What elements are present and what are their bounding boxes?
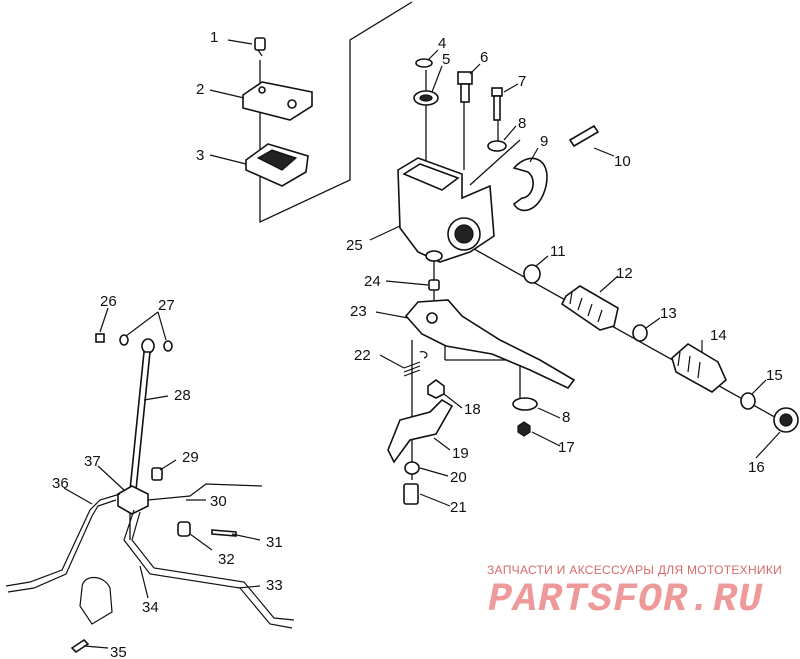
callout-13: 13	[660, 305, 677, 322]
label-leader-lines	[63, 39, 781, 649]
callout-8b: 8	[562, 409, 570, 426]
callout-26: 26	[100, 293, 117, 310]
part-20-washer	[404, 461, 420, 475]
part-13-washer	[632, 324, 648, 342]
callout-18: 18	[464, 401, 481, 418]
callout-8: 8	[518, 115, 526, 132]
part-18-nut	[427, 379, 445, 399]
part-14-piston	[671, 343, 727, 393]
part-36-hose	[5, 493, 121, 593]
part-35-screw	[70, 638, 90, 654]
part-11-washer	[523, 264, 541, 284]
part-6-bolt	[457, 71, 473, 103]
part-33-hose	[123, 509, 295, 629]
callout-20: 20	[450, 469, 467, 486]
part-26-screw	[95, 333, 105, 343]
callout-17: 17	[558, 439, 575, 456]
part-15-clip	[740, 392, 756, 410]
part-23-brake-lever	[404, 299, 576, 390]
part-28-rod	[129, 351, 151, 491]
callout-33: 33	[266, 577, 283, 594]
callout-30: 30	[210, 493, 227, 510]
part-27-washers	[119, 334, 173, 354]
part-16-seal	[773, 407, 799, 433]
callout-21: 21	[450, 499, 467, 516]
callout-12: 12	[616, 265, 633, 282]
part-8-washer-top	[487, 140, 507, 152]
part-8-washer-lower	[512, 397, 538, 411]
watermark-logo: PARTSFOR.RU	[488, 578, 764, 623]
part-3-diaphragm	[245, 143, 309, 187]
part-31-clip	[211, 529, 237, 537]
part-1-screw	[254, 37, 266, 57]
callout-6: 6	[480, 49, 488, 66]
callout-9: 9	[540, 133, 548, 150]
callout-24: 24	[364, 273, 381, 290]
part-22-spring	[403, 351, 428, 377]
part-29-fitting	[151, 467, 163, 481]
part-30-line	[147, 483, 263, 501]
part-2-reservoir-cover	[242, 81, 313, 121]
callout-5: 5	[442, 51, 450, 68]
callout-7: 7	[518, 73, 526, 90]
callout-27: 27	[158, 297, 175, 314]
part-37-junction-block	[117, 485, 149, 515]
callout-31: 31	[266, 534, 283, 551]
callout-labels: 1 2 3 4 5 6 7 8 9 10 11 12 13 14 15 16 1…	[52, 29, 783, 659]
callout-10: 10	[614, 153, 631, 170]
part-32-fitting	[177, 521, 191, 537]
callout-34: 34	[142, 599, 159, 616]
part-12-boot	[560, 285, 619, 331]
part-21-bolt	[403, 483, 419, 505]
callout-4: 4	[438, 35, 446, 52]
callout-37: 37	[84, 453, 101, 470]
callout-14: 14	[710, 327, 727, 344]
callout-23: 23	[350, 303, 367, 320]
callout-19: 19	[452, 445, 469, 462]
callout-35: 35	[110, 644, 127, 659]
part-34-switch	[79, 576, 113, 625]
part-25-master-cylinder	[397, 157, 495, 263]
part-9-clamp	[512, 157, 548, 212]
callout-3: 3	[196, 147, 204, 164]
part-19-switch-bracket	[387, 398, 454, 464]
part-24-spacer	[428, 279, 440, 291]
part-10-screw	[568, 124, 600, 148]
callout-36: 36	[52, 475, 69, 492]
part-4-washer	[415, 58, 433, 68]
callout-28: 28	[174, 387, 191, 404]
callout-25: 25	[346, 237, 363, 254]
part-17-nut	[517, 421, 531, 437]
callout-32: 32	[218, 551, 235, 568]
callout-11: 11	[550, 243, 566, 260]
callout-29: 29	[182, 449, 199, 466]
callout-1: 1	[210, 29, 218, 46]
callout-22: 22	[354, 347, 371, 364]
part-5-seal	[413, 90, 439, 106]
callout-15: 15	[766, 367, 783, 384]
watermark-caption: ЗАПЧАСТИ И АКСЕССУАРЫ ДЛЯ МОТОТЕХНИКИ	[487, 563, 783, 577]
callout-16: 16	[748, 459, 765, 476]
callout-2: 2	[196, 81, 204, 98]
part-7-pin	[491, 87, 503, 121]
